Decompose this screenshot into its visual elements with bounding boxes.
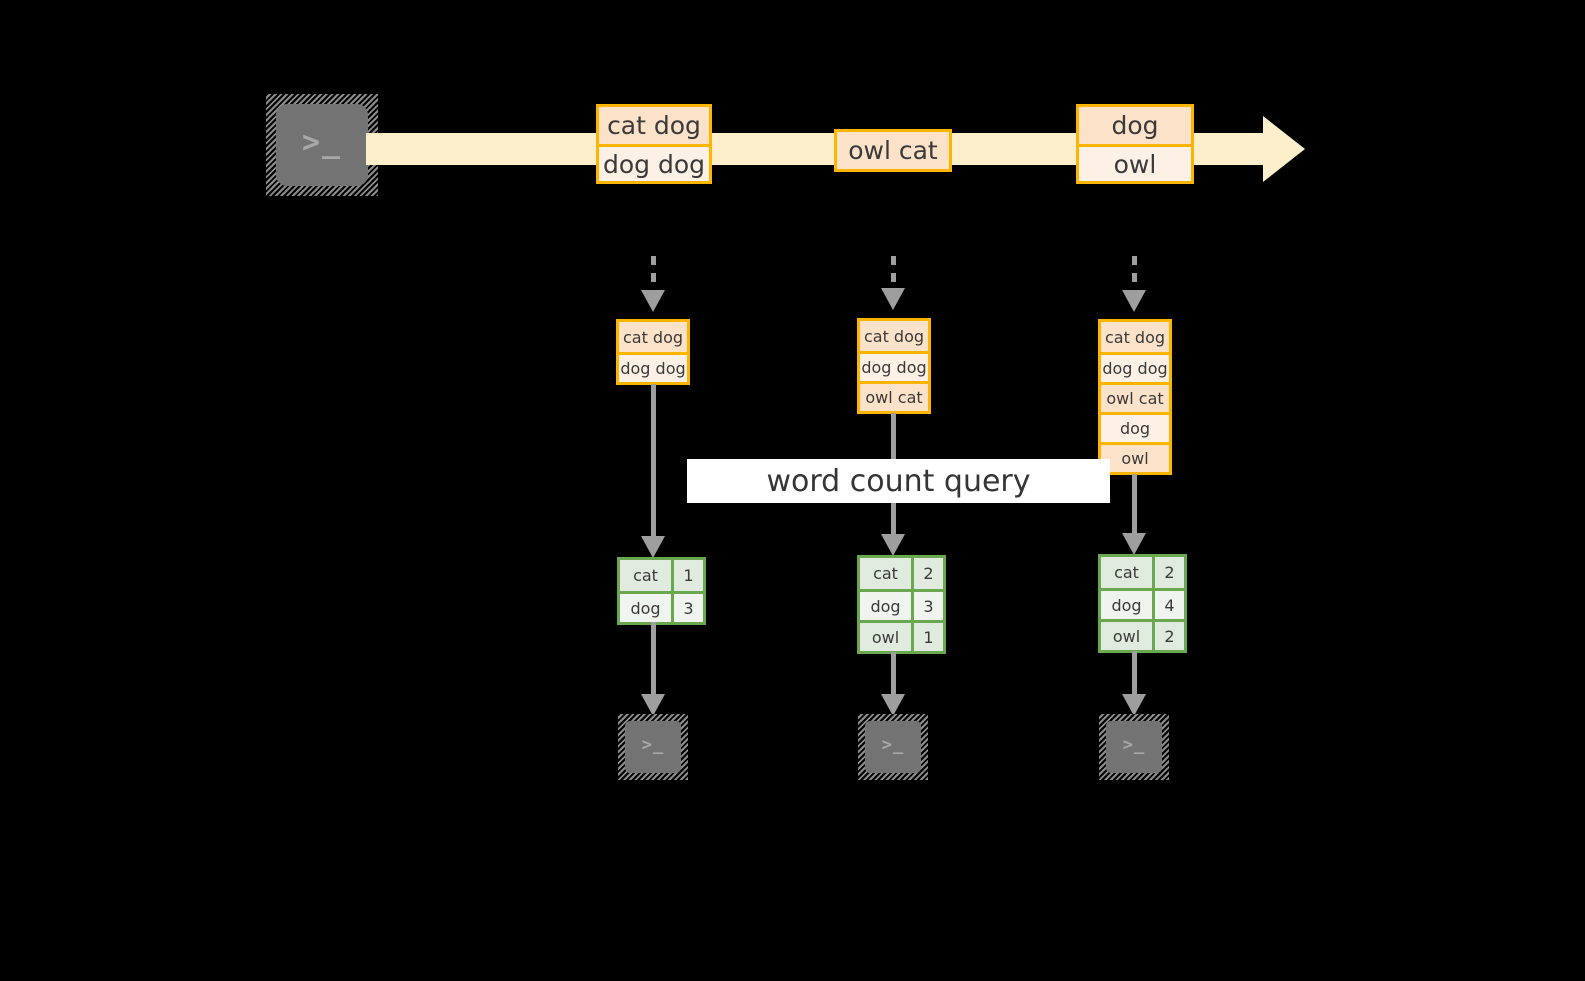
result-word: dog — [860, 592, 911, 620]
result-count: 2 — [1152, 622, 1184, 650]
result-count: 2 — [911, 558, 943, 589]
snapshot-input-line: owl — [1101, 442, 1169, 472]
stream-arrow-head — [1263, 116, 1305, 182]
stream-message-line: owl cat — [837, 132, 949, 169]
snapshot-input-line: cat dog — [860, 321, 928, 351]
sink-connector — [1132, 651, 1137, 702]
terminal-screen — [625, 721, 681, 773]
source-terminal-icon: >_ — [266, 94, 378, 196]
snapshot-result-table: cat 2 dog 3 owl 1 — [857, 555, 946, 654]
snapshot-result-table: cat 1 dog 3 — [617, 557, 706, 625]
table-row: dog 4 — [1101, 588, 1184, 619]
table-row: cat 1 — [620, 560, 703, 591]
stream-message: cat dog dog dog — [596, 104, 712, 184]
terminal-screen — [276, 104, 368, 186]
terminal-prompt-glyph: >_ — [641, 735, 665, 755]
sink-terminal-icon: >_ — [618, 714, 688, 780]
terminal-prompt-glyph: >_ — [881, 735, 905, 755]
stream-tap-connector — [651, 256, 656, 294]
stream-message: dog owl — [1076, 104, 1194, 184]
sink-connector — [651, 622, 656, 702]
result-count: 3 — [911, 592, 943, 620]
snapshot-input-line: cat dog — [619, 322, 687, 352]
snapshot-input-line: cat dog — [1101, 322, 1169, 352]
stream-message: owl cat — [834, 129, 952, 172]
terminal-screen — [865, 721, 921, 773]
snapshot-input-line: owl cat — [860, 381, 928, 411]
result-count: 4 — [1152, 591, 1184, 619]
snapshot-input-line: dog dog — [619, 352, 687, 382]
stream-message-line: owl — [1079, 144, 1191, 181]
table-row: owl 2 — [1101, 619, 1184, 650]
snapshot-input-line: owl cat — [1101, 382, 1169, 412]
result-word: cat — [620, 560, 671, 591]
table-row: cat 2 — [860, 558, 943, 589]
result-word: owl — [1101, 622, 1152, 650]
sink-connector — [891, 652, 896, 702]
arrow-head-icon — [881, 288, 905, 310]
table-row: dog 3 — [620, 591, 703, 622]
terminal-prompt-glyph: >_ — [301, 124, 343, 160]
arrow-head-icon — [881, 534, 905, 556]
snapshot-input-line: dog — [1101, 412, 1169, 442]
snapshot-input-box: cat dog dog dog owl cat — [857, 318, 931, 414]
arrow-head-icon — [881, 694, 905, 716]
result-count: 1 — [911, 623, 943, 651]
arrow-head-icon — [1122, 290, 1146, 312]
snapshot-result-table: cat 2 dog 4 owl 2 — [1098, 554, 1187, 653]
result-count: 2 — [1152, 557, 1184, 588]
table-row: dog 3 — [860, 589, 943, 620]
arrow-head-icon — [641, 536, 665, 558]
snapshot-input-line: dog dog — [860, 351, 928, 381]
result-count: 1 — [671, 560, 703, 591]
snapshot-input-box: cat dog dog dog owl cat dog owl — [1098, 319, 1172, 475]
stream-message-line: cat dog — [599, 107, 709, 144]
table-row: cat 2 — [1101, 557, 1184, 588]
result-word: cat — [1101, 557, 1152, 588]
arrow-head-icon — [641, 694, 665, 716]
query-connector — [1132, 474, 1137, 544]
query-label-band: word count query — [687, 459, 1110, 503]
result-word: dog — [620, 594, 671, 622]
stream-message-line: dog dog — [599, 144, 709, 181]
result-word: owl — [860, 623, 911, 651]
table-row: owl 1 — [860, 620, 943, 651]
snapshot-input-line: dog dog — [1101, 352, 1169, 382]
result-word: cat — [860, 558, 911, 589]
stream-tap-connector — [1132, 256, 1137, 294]
sink-terminal-icon: >_ — [858, 714, 928, 780]
arrow-head-icon — [641, 290, 665, 312]
terminal-prompt-glyph: >_ — [1122, 735, 1146, 755]
arrow-head-icon — [1122, 694, 1146, 716]
stream-message-line: dog — [1079, 107, 1191, 144]
arrow-head-icon — [1122, 533, 1146, 555]
terminal-screen — [1106, 721, 1162, 773]
query-connector — [651, 384, 656, 546]
snapshot-input-box: cat dog dog dog — [616, 319, 690, 385]
result-word: dog — [1101, 591, 1152, 619]
query-label: word count query — [766, 463, 1031, 499]
sink-terminal-icon: >_ — [1099, 714, 1169, 780]
stream-tap-connector — [891, 256, 896, 292]
result-count: 3 — [671, 594, 703, 622]
